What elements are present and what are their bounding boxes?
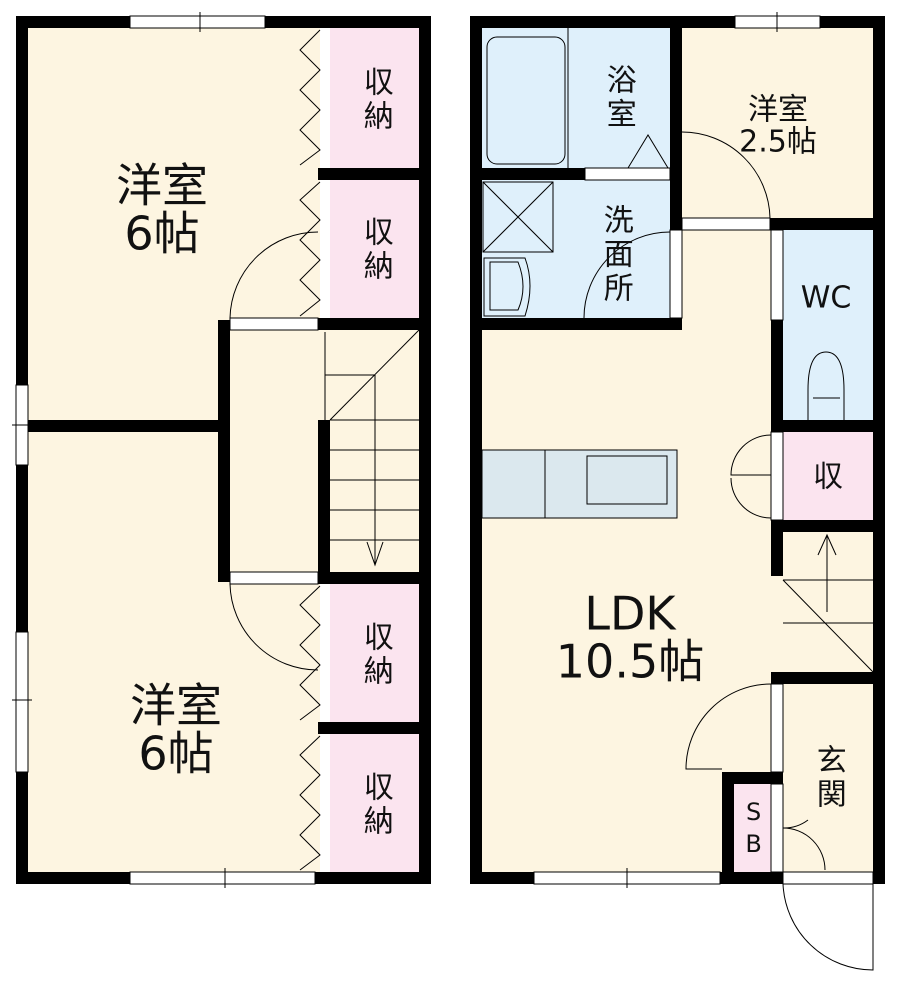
room-western-bottom-label: 洋室 6帖 [130, 678, 222, 781]
room-name: 洋室 [748, 92, 808, 128]
stairs-right-floor [783, 532, 873, 672]
bath-label: 浴室 [600, 64, 636, 132]
entrance-floor [783, 684, 873, 872]
doors-right [583, 131, 874, 971]
room-name: 洋室 [116, 158, 208, 213]
closet-label-2: 収納 [357, 216, 393, 284]
wc-label: WC [800, 280, 852, 316]
closet-3-floor [330, 584, 419, 722]
room-western-top-label: 洋室 6帖 [116, 158, 208, 261]
shoe-box-label: SB [739, 798, 768, 862]
storage-floor [783, 432, 873, 520]
fixtures-right [481, 28, 845, 519]
hall-right-floor [682, 230, 783, 330]
washer-space [482, 181, 554, 253]
closet-4-floor [330, 734, 419, 872]
kitchen-sink [586, 455, 668, 505]
closet-label-1: 収納 [357, 66, 393, 134]
room-size: 10.5帖 [555, 635, 705, 689]
closet-label-4: 収納 [357, 771, 393, 839]
room-small-floor [682, 28, 873, 218]
ldk-label: LDK 10.5帖 [555, 586, 705, 689]
staircase-right [782, 533, 874, 673]
room-size: 6帖 [124, 207, 200, 261]
bathtub [486, 36, 566, 165]
room-name: LDK [584, 586, 676, 641]
walls-left [16, 16, 431, 884]
closet-1-floor [330, 28, 419, 168]
walls-right [470, 16, 885, 884]
shoe-box-floor [734, 784, 771, 872]
entrance-label: 玄関 [810, 744, 846, 812]
windows-left [12, 12, 319, 888]
room-size: 6帖 [138, 727, 214, 781]
washroom-floor [482, 180, 670, 318]
kitchen-counter [481, 449, 678, 519]
closet-2-floor [330, 180, 419, 318]
room-small-label: 洋室 2.5帖 [739, 92, 817, 159]
wash-basin [483, 257, 531, 317]
toilet [807, 351, 845, 420]
washroom-label: 洗面所 [597, 204, 633, 306]
doors-left [229, 29, 321, 871]
closet-label-3: 収納 [357, 621, 393, 689]
room-name: 洋室 [130, 678, 222, 733]
windows-right [533, 12, 874, 888]
room-size: 2.5帖 [739, 124, 817, 159]
staircase-left [324, 329, 420, 567]
bath-floor [482, 28, 670, 168]
storage-label: 収 [813, 459, 843, 495]
